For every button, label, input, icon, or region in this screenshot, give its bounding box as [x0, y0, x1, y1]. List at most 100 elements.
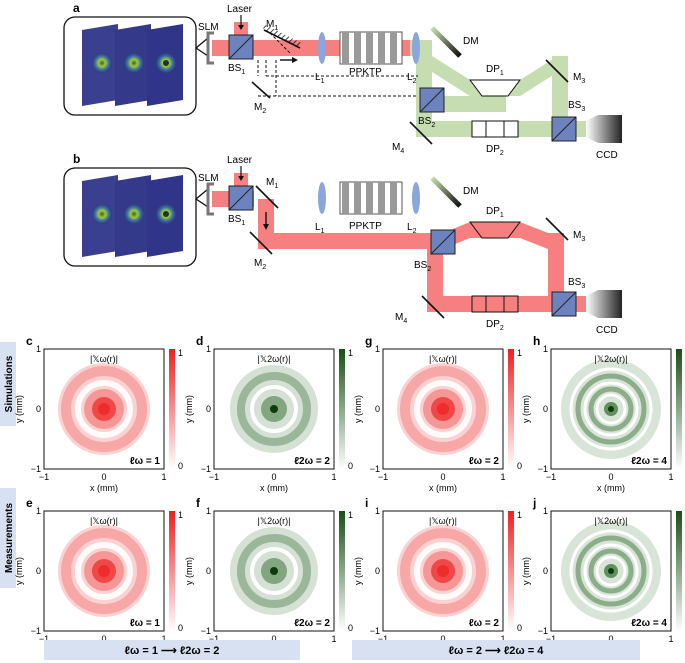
svg-text:M3: M3	[573, 230, 585, 243]
plot-title: |𝕏2ω(r)|	[258, 516, 291, 526]
banner-left-text: ℓω = 1 ⟶ ℓ2ω = 2	[125, 645, 220, 657]
green-beam	[416, 40, 432, 96]
colorbar	[169, 349, 175, 469]
m2-label: M2	[254, 102, 266, 115]
ccd-label: CCD	[596, 150, 618, 161]
y-tick-label: 1	[543, 344, 548, 354]
slm-label: SLM	[198, 22, 219, 33]
colorbar-min: 0	[178, 461, 183, 471]
panel-label-j: j	[532, 496, 536, 510]
x-axis-label: x (mm)	[597, 483, 625, 493]
svg-text:M4: M4	[395, 312, 407, 325]
banner-left: ℓω = 1 ⟶ ℓ2ω = 2	[44, 640, 300, 660]
x-tick-label: −1	[546, 472, 556, 482]
intensity-core	[437, 565, 449, 577]
y-tick-label: 0	[543, 566, 548, 576]
ccd-icon	[586, 115, 622, 143]
banner-right-text: ℓω = 2 ⟶ ℓ2ω = 4	[449, 645, 545, 657]
plot-title: |𝕏ω(r)|	[429, 354, 457, 364]
x-tick-label: 1	[331, 634, 336, 644]
x-tick-label: 1	[331, 472, 336, 482]
y-axis-label: y (mm)	[184, 395, 194, 423]
plot-title: |𝕏2ω(r)|	[258, 354, 291, 364]
dm-mirror	[430, 26, 462, 58]
svg-text:M2: M2	[254, 258, 266, 271]
y-tick-label: 1	[206, 344, 211, 354]
colorbar-min: 0	[348, 623, 353, 633]
plot-l-label: ℓω = 2	[469, 618, 500, 629]
plot-title: |𝕏2ω(r)|	[595, 516, 628, 526]
svg-text:DM: DM	[463, 186, 479, 197]
colorbar	[339, 511, 345, 631]
y-tick-label: 0	[36, 404, 41, 414]
bs2-label: BS2	[418, 116, 435, 129]
svg-text:DP1: DP1	[486, 206, 504, 219]
x-tick-label: 1	[668, 472, 673, 482]
plot-l-label: ℓω = 2	[469, 456, 500, 467]
colorbar	[676, 349, 682, 469]
y-tick-label: −1	[370, 626, 380, 636]
x-tick-label: 1	[161, 634, 166, 644]
plot-title: |𝕏2ω(r)|	[595, 354, 628, 364]
svg-text:BS1: BS1	[228, 214, 245, 227]
x-tick-label: −1	[209, 634, 219, 644]
colorbar-min: 0	[178, 623, 183, 633]
x-tick-label: −1	[39, 634, 49, 644]
y-axis-label: y (mm)	[521, 395, 531, 423]
y-tick-label: −1	[370, 464, 380, 474]
y-tick-label: 1	[36, 344, 41, 354]
svg-text:M1: M1	[266, 177, 278, 190]
svg-text:L2: L2	[407, 222, 417, 235]
colorbar-max: 1	[348, 348, 353, 358]
colorbar-min: 0	[517, 461, 522, 471]
x-axis-label: x (mm)	[260, 483, 288, 493]
intensity-core	[437, 403, 449, 415]
slm-label-b: SLM	[198, 173, 219, 184]
intensity-core	[270, 405, 278, 413]
lens-l1	[318, 32, 326, 64]
m3-mirror	[545, 59, 569, 83]
panel-label-a: a	[73, 1, 80, 15]
y-axis-label: y (mm)	[353, 395, 363, 423]
colorbar-max: 1	[517, 510, 522, 520]
y-axis-label: y (mm)	[353, 557, 363, 585]
m4-mirror	[409, 121, 433, 145]
slm-icon	[206, 31, 214, 65]
colorbar	[508, 349, 514, 469]
panel-label-f: f	[196, 496, 201, 510]
x-tick-label: 0	[101, 472, 106, 482]
plot-l-label: ℓ2ω = 2	[294, 456, 330, 467]
plot-l-label: ℓω = 1	[130, 456, 161, 467]
panel-b: b SLM Laser BS1 M1	[63, 152, 622, 336]
colorbar	[676, 511, 682, 631]
intensity-core	[608, 568, 614, 574]
y-tick-label: −1	[538, 464, 548, 474]
colorbar-max: 1	[178, 510, 183, 520]
y-tick-label: −1	[31, 626, 41, 636]
y-axis-label: y (mm)	[14, 395, 24, 423]
y-tick-label: −1	[201, 626, 211, 636]
y-tick-label: 0	[543, 404, 548, 414]
laser-label: Laser	[227, 4, 253, 15]
colorbar-min: 0	[517, 623, 522, 633]
row-label-simulations: Simulations	[0, 342, 16, 426]
y-tick-label: 1	[375, 344, 380, 354]
m3-label: M3	[573, 72, 585, 85]
y-tick-label: 1	[36, 506, 41, 516]
plot-l-label: ℓ2ω = 4	[631, 618, 667, 629]
y-tick-label: 0	[375, 566, 380, 576]
plot-l-label: ℓ2ω = 4	[631, 456, 667, 467]
banner-right: ℓω = 2 ⟶ ℓ2ω = 4	[352, 640, 640, 660]
y-tick-label: −1	[201, 464, 211, 474]
y-tick-label: 0	[375, 404, 380, 414]
x-tick-label: −1	[378, 634, 388, 644]
svg-text:CCD: CCD	[596, 325, 618, 336]
hologram-images-b	[82, 175, 183, 257]
y-tick-label: −1	[31, 464, 41, 474]
plot-title: |𝕏ω(r)|	[429, 516, 457, 526]
x-tick-label: 0	[608, 634, 613, 644]
